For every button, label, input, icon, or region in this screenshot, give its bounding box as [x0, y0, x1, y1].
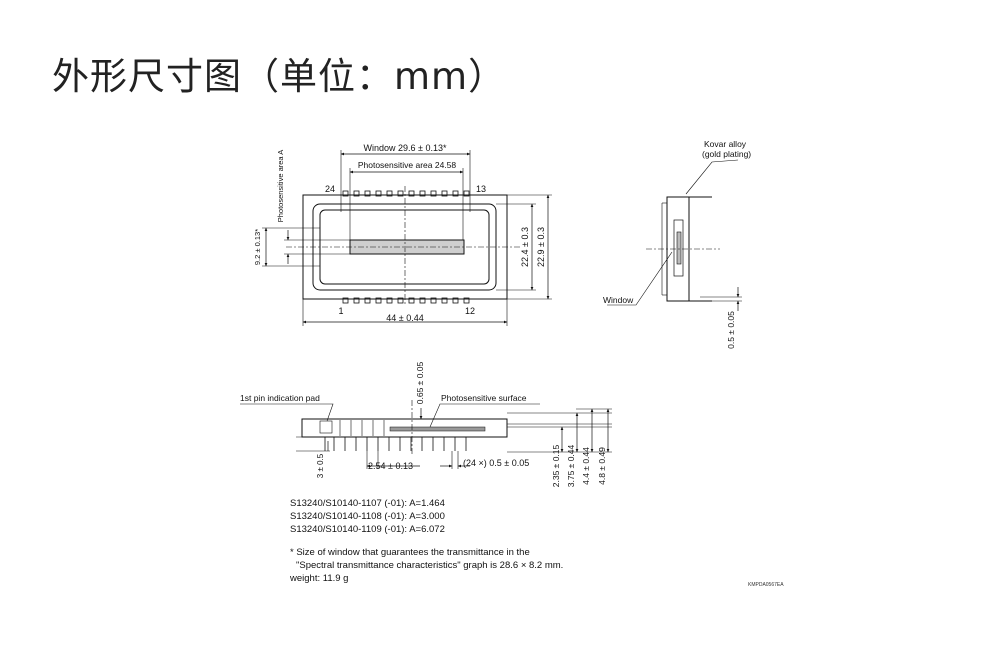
width-44-label: 44 ± 0.44 [386, 313, 423, 323]
kovar-alloy-label: Kovar alloy [704, 139, 747, 149]
height-22-9-label: 22.9 ± 0.3 [536, 227, 546, 267]
photosensitive-area-a-label: Photosensitive area A [276, 150, 285, 223]
dim-0-5-label: 0.5 ± 0.05 [726, 311, 736, 349]
dim-4-8-label: 4.8 ± 0.49 [597, 447, 607, 485]
pins-24x-label: (24 ×) 0.5 ± 0.05 [463, 458, 529, 468]
first-pin-pad-label: 1st pin indication pad [240, 393, 320, 403]
model-1109-note: S13240/S10140-1109 (-01): A=6.072 [290, 524, 445, 535]
model-1108-note: S13240/S10140-1108 (-01): A=3.000 [290, 511, 445, 522]
section-view [240, 400, 612, 469]
pin-13-label: 13 [476, 184, 486, 194]
drawing-code: KMPDA0567EA [748, 582, 784, 588]
dim-4-4-label: 4.4 ± 0.44 [581, 447, 591, 485]
dim-3-75-label: 3.75 ± 0.44 [566, 444, 576, 487]
window-label: Window [603, 295, 634, 305]
pin-1-label: 1 [338, 306, 343, 316]
side-view [607, 159, 742, 311]
weight-note: weight: 11.9 g [290, 573, 349, 584]
front-view [262, 150, 552, 326]
model-1107-note: S13240/S10140-1107 (-01): A=1.464 [290, 498, 445, 509]
pin-12-label: 12 [465, 306, 475, 316]
photosensitive-surface-label: Photosensitive surface [441, 393, 527, 403]
bottom-pins [342, 297, 470, 304]
dim-3-label: 3 ± 0.5 [316, 453, 325, 478]
dim-2-35-label: 2.35 ± 0.15 [551, 444, 561, 487]
dim-0-65-label: 0.65 ± 0.05 [415, 361, 425, 404]
window-dimension-label: Window 29.6 ± 0.13* [364, 143, 447, 153]
footnote-line-2: "Spectral transmittance characteristics"… [296, 560, 564, 571]
gold-plating-label: (gold plating) [702, 149, 751, 159]
photosensitive-area-dimension-label: Photosensitive area 24.58 [358, 160, 457, 170]
pitch-2-54-label: 2.54 ± 0.13 [368, 461, 413, 471]
notes-block: S13240/S10140-1107 (-01): A=1.464 S13240… [290, 497, 563, 585]
height-9-2-label: 9.2 ± 0.13* [253, 229, 262, 265]
top-pins [342, 190, 470, 197]
height-22-4-label: 22.4 ± 0.3 [520, 227, 530, 267]
pin-24-label: 24 [325, 184, 335, 194]
page-title: 外形尺寸图（单位：mm） [52, 55, 507, 98]
footnote-line-1: * Size of window that guarantees the tra… [290, 547, 530, 558]
